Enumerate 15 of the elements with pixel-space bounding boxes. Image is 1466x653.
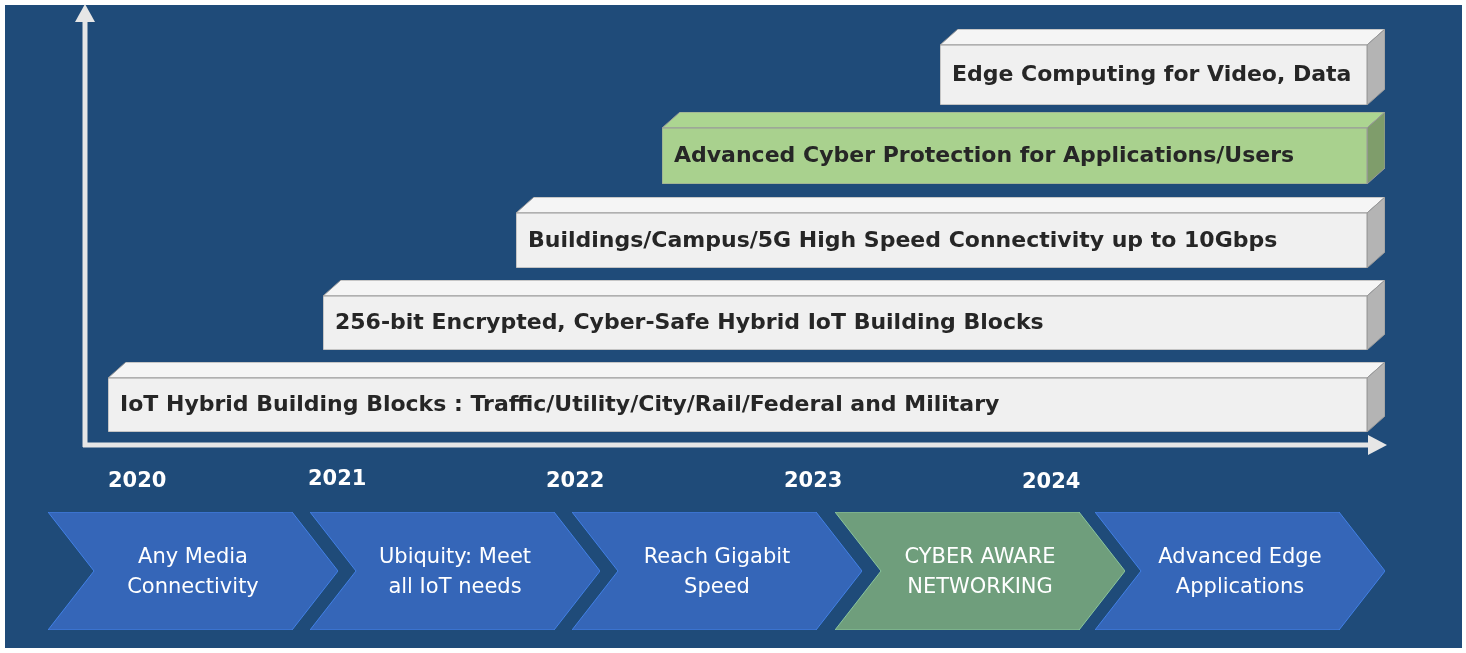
- bar-label: Advanced Cyber Protection for Applications/Users: [674, 142, 1295, 167]
- chevron-label: Ubiquity: Meet all IoT needs: [377, 542, 533, 600]
- bar-label: Edge Computing for Video, Data: [952, 61, 1352, 86]
- chevron-label: Reach Gigabit Speed: [642, 542, 792, 600]
- chevron-label: Any Media Connectivity: [126, 542, 260, 600]
- year-label: 2023: [784, 468, 843, 492]
- chevron-label: CYBER AWARE NETWORKING: [903, 542, 1057, 600]
- bar-label: IoT Hybrid Building Blocks : Traffic/Utility/City/Rail/Federal and Military: [120, 391, 1000, 416]
- chevron-label: Advanced Edge Applications: [1157, 542, 1323, 600]
- year-label: 2021: [308, 466, 367, 490]
- bar-label: Buildings/Campus/5G High Speed Connectivity up to 10Gbps: [528, 226, 1278, 252]
- year-label: 2020: [108, 468, 167, 492]
- bar-label: 256-bit Encrypted, Cyber-Safe Hybrid IoT Building Blocks: [335, 309, 1044, 334]
- year-label: 2022: [546, 468, 605, 492]
- year-label: 2024: [1022, 469, 1081, 493]
